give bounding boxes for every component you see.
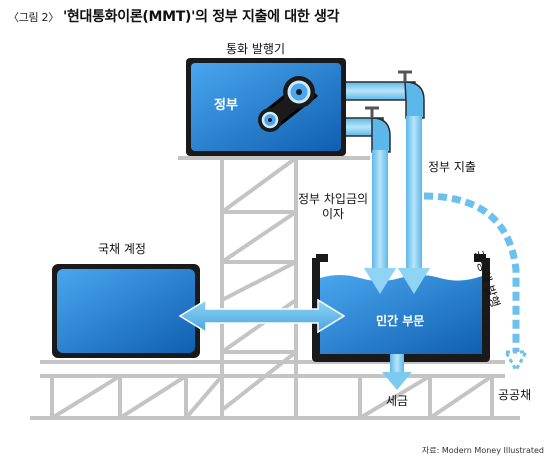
treasury-account-tank bbox=[52, 264, 200, 358]
spending-arrow-head bbox=[398, 268, 430, 294]
public-bonds-label: 공공채 bbox=[498, 388, 532, 402]
interest-arrow-head bbox=[364, 268, 396, 294]
gov-borrowing-interest-line2: 이자 bbox=[321, 207, 345, 221]
spending-pipe bbox=[334, 70, 425, 119]
gov-borrowing-interest-line1: 정부 차입금의 bbox=[298, 192, 369, 206]
figure-title-text: '현대통화이론(MMT)'의 정부 지출에 대한 생각 bbox=[62, 9, 340, 25]
government-label: 정부 bbox=[214, 98, 238, 113]
gov-spending-flow-arrow bbox=[398, 116, 430, 294]
gov-borrowing-interest-label: 정부 차입금의 이자 bbox=[298, 192, 368, 222]
private-sector-label: 민간 부문 bbox=[376, 314, 425, 328]
currency-printer-icon bbox=[258, 76, 318, 132]
tax-label: 세금 bbox=[386, 394, 409, 408]
gov-spending-label: 정부 지출 bbox=[428, 160, 476, 174]
government-tank bbox=[186, 58, 346, 156]
figure-prefix: 〈그림 2〉 bbox=[8, 11, 59, 24]
public-bond-dashed-arrow bbox=[423, 192, 529, 374]
private-sector-tank bbox=[312, 254, 490, 362]
tax-flow-arrow bbox=[382, 354, 412, 390]
exchange-double-arrow bbox=[178, 298, 346, 334]
treasury-account-label: 국채 계정 bbox=[98, 242, 146, 256]
lower-scaffold bbox=[30, 360, 520, 420]
source-note: 자료: Modern Money Illustrated bbox=[421, 446, 544, 455]
figure-title: 〈그림 2〉'현대통화이론(MMT)'의 정부 지출에 대한 생각 bbox=[8, 6, 340, 26]
currency-issue-label: 통화 발행기 bbox=[226, 42, 286, 56]
